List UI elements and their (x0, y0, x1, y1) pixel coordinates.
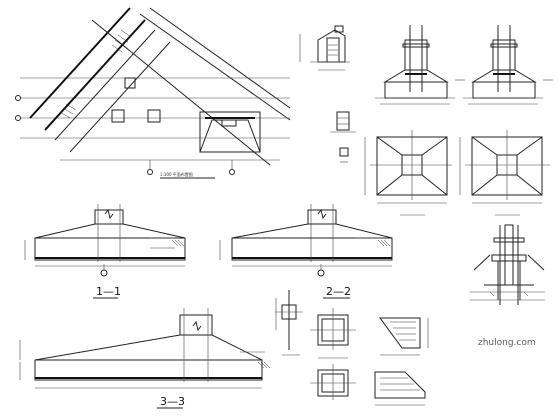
footing-plan-2 (459, 130, 550, 216)
section-2-2-drawing (219, 204, 393, 277)
diagonal-hatch-band (59, 29, 132, 119)
footing-elevation-2 (463, 25, 553, 105)
haunch-detail-2 (374, 371, 426, 406)
anchor-bolt-detail (275, 290, 303, 356)
section-label-3-3: 3—3 (160, 395, 185, 408)
section-label-1-1: 1—1 (96, 285, 121, 298)
foundation-plan: 1:100 平面布置图 (15, 7, 291, 179)
haunch-detail-1 (379, 317, 429, 356)
rebar-box-detail-1 (310, 308, 356, 359)
section-3-3-drawing (19, 308, 271, 389)
section-label-2-2: 2—2 (326, 285, 351, 298)
column-detail-a (299, 25, 350, 71)
footing-elevation-1 (375, 25, 465, 105)
anchor-assembly (470, 224, 545, 305)
footing-plan-1 (364, 130, 452, 216)
rebar-box-detail-2 (310, 364, 356, 400)
svg-text:1:100 平面布置图: 1:100 平面布置图 (160, 171, 193, 177)
section-1-1-drawing (24, 204, 186, 277)
watermark: zhulong.com (478, 338, 536, 348)
column-detail-b (330, 111, 356, 163)
